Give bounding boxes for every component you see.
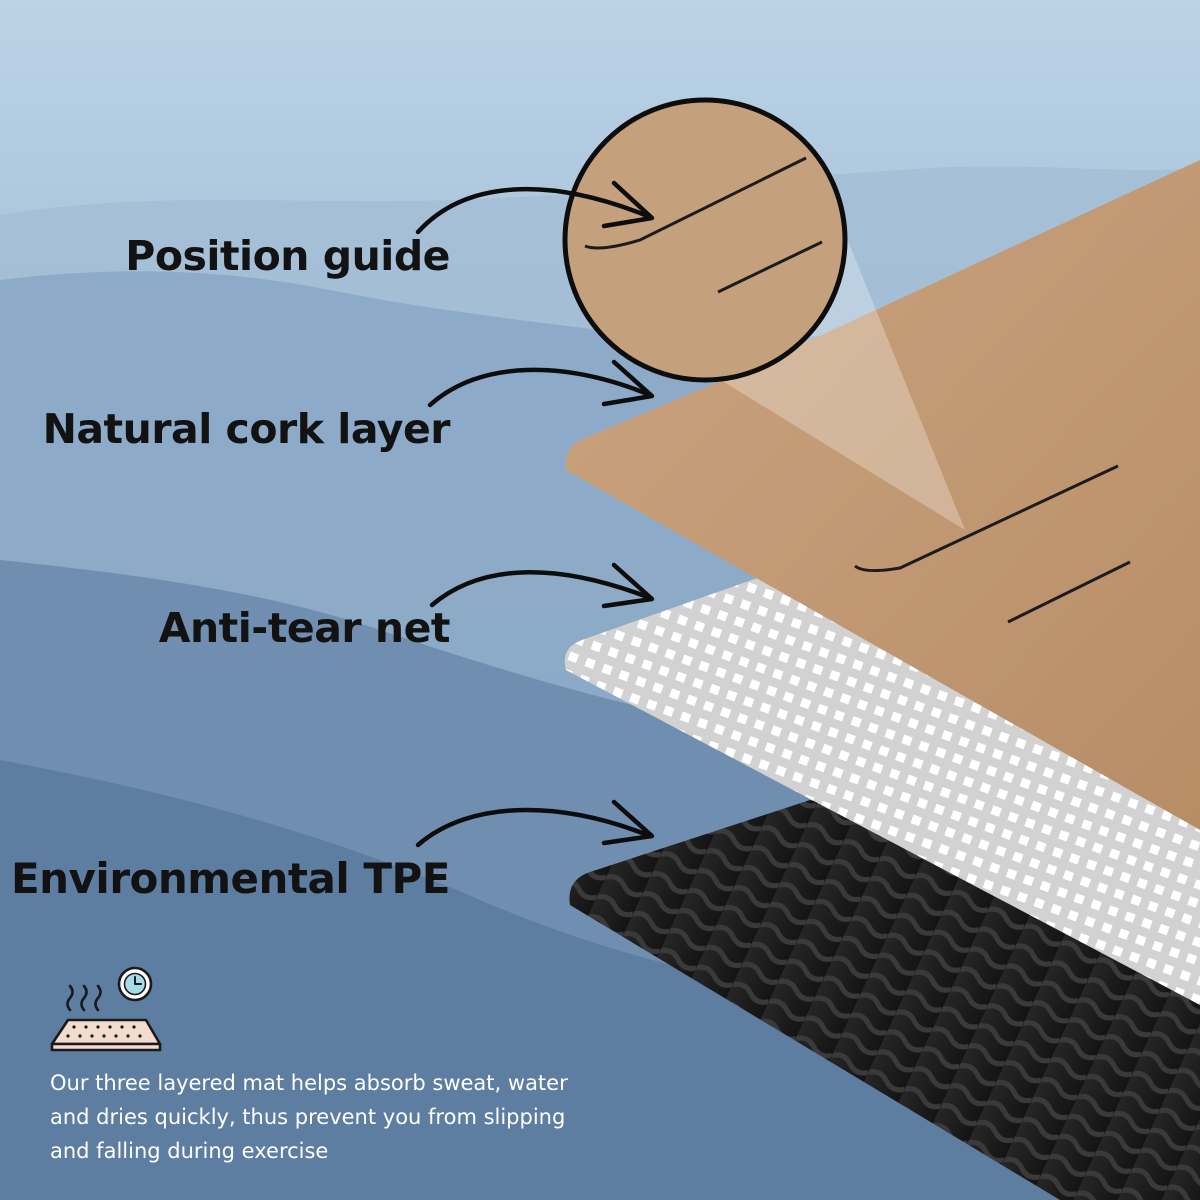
anti-tear-net-label: Anti-tear net bbox=[158, 604, 451, 652]
description-line: and falling during exercise bbox=[50, 1139, 329, 1163]
position-guide-line-short bbox=[1007, 560, 1131, 624]
position-guide-label: Position guide bbox=[125, 232, 450, 280]
position-guide-line bbox=[854, 464, 1119, 573]
curved-arrow-icon bbox=[427, 359, 655, 408]
quick-dry-mat-icon bbox=[50, 966, 162, 1052]
tpe-label: Environmental TPE bbox=[10, 854, 451, 903]
cork-layer-label: Natural cork layer bbox=[42, 405, 451, 453]
curved-arrow-icon bbox=[429, 562, 655, 609]
curved-arrow-icon bbox=[415, 180, 655, 235]
zoom-circle bbox=[562, 97, 848, 383]
description-line: Our three layered mat helps absorb sweat… bbox=[50, 1071, 568, 1095]
description-line: and dries quickly, thus prevent you from… bbox=[50, 1105, 566, 1129]
curved-arrow-icon bbox=[415, 799, 655, 848]
cork-layer bbox=[565, 160, 1200, 830]
feature-description: Our three layered mat helps absorb sweat… bbox=[50, 1066, 670, 1168]
clock-icon bbox=[117, 966, 153, 1002]
